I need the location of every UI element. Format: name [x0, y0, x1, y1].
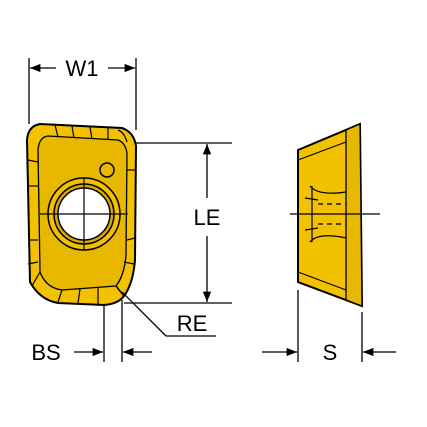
insert-side-view — [290, 122, 380, 308]
re-label: RE — [177, 311, 208, 336]
w1-dimension: W1 — [28, 56, 137, 130]
side-right-band — [345, 123, 363, 307]
re-dimension: RE — [121, 291, 216, 337]
top-facets — [54, 124, 128, 143]
center-lines — [40, 178, 128, 250]
w1-label: W1 — [66, 56, 99, 81]
corner-radius-tick — [115, 285, 125, 297]
le-label: LE — [194, 205, 221, 230]
right-facets — [123, 169, 136, 265]
left-facets — [27, 159, 39, 265]
insert-front-view — [25, 122, 138, 307]
bs-dimension: BS — [31, 300, 152, 365]
bottom-facets — [31, 271, 99, 304]
s-label: S — [323, 340, 338, 365]
le-dimension: LE — [124, 142, 232, 304]
s-dimension: S — [262, 290, 396, 365]
hidden-lines — [318, 203, 346, 225]
orientation-mark — [99, 162, 115, 178]
bs-label: BS — [31, 340, 60, 365]
